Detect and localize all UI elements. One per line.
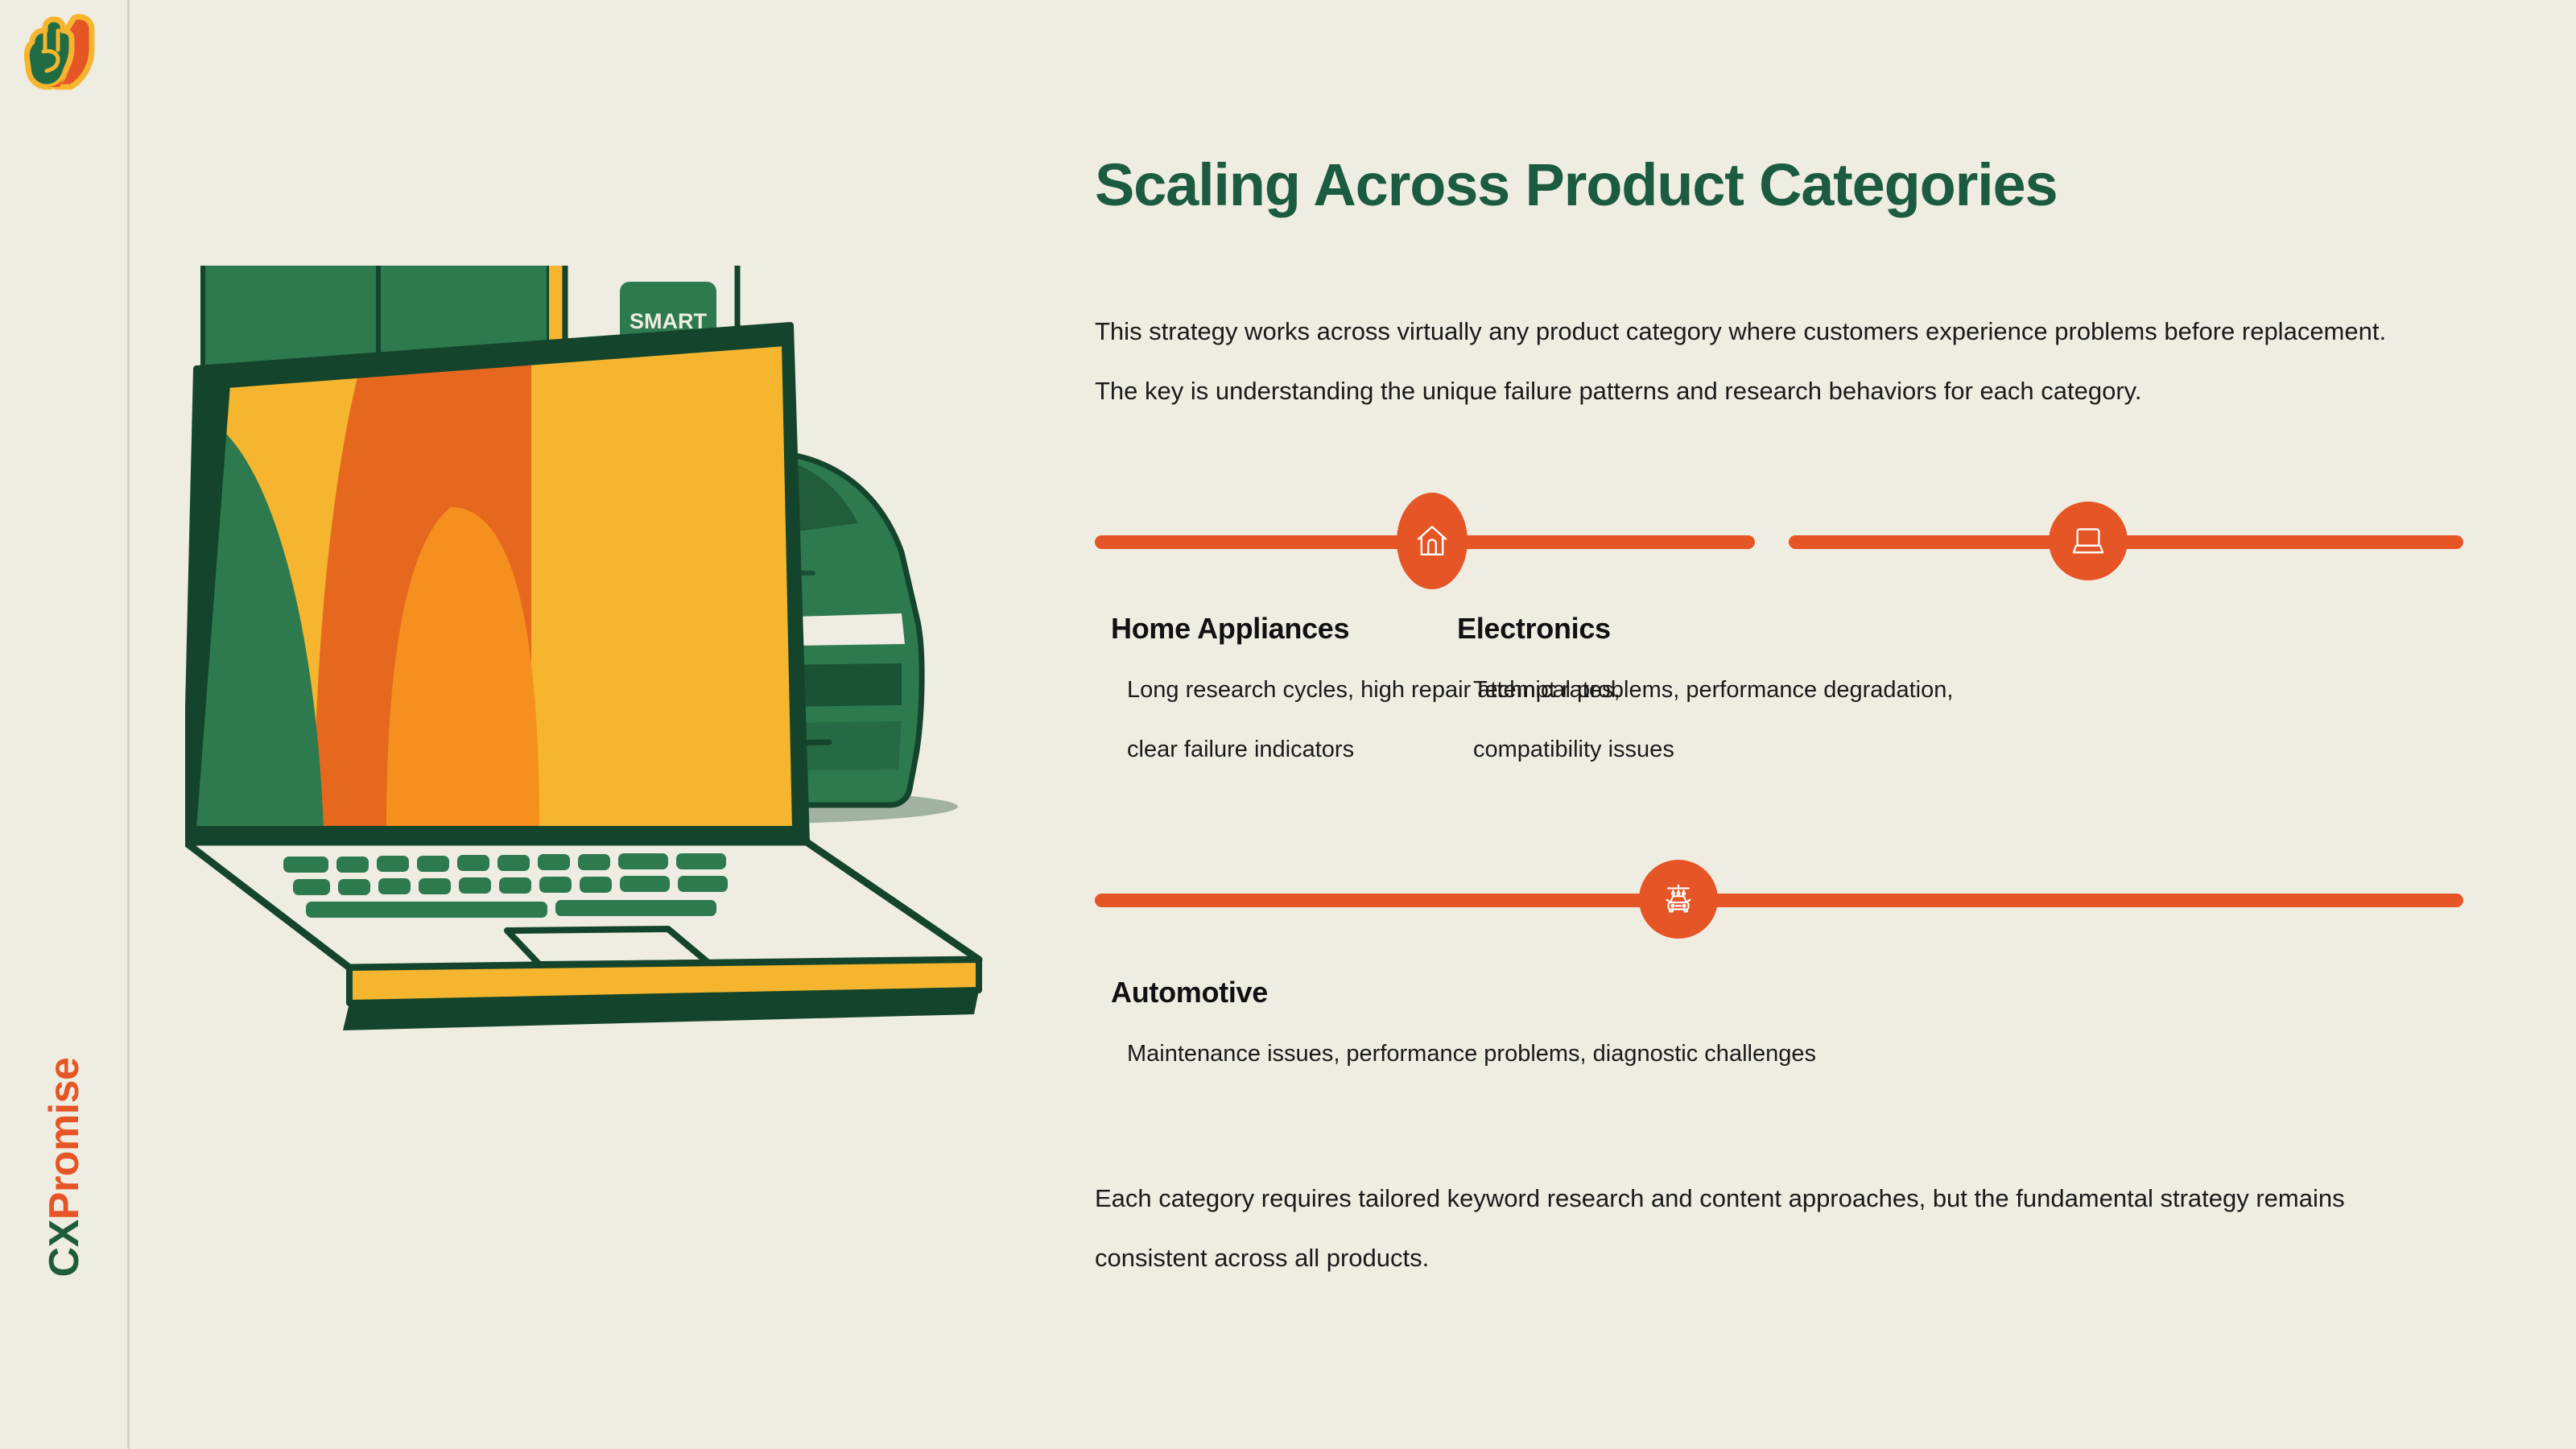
automotive-badge[interactable] — [1639, 860, 1718, 939]
home-appliances-badge[interactable] — [1397, 493, 1468, 589]
divider-bar-full — [1095, 894, 2463, 907]
intro-paragraph: This strategy works across virtually any… — [1095, 317, 2387, 405]
brand-wordmark: CXPromise — [40, 1046, 89, 1288]
category-electronics: Electronics Technical problems, performa… — [1457, 612, 2004, 779]
category-description: Maintenance issues, performance problems… — [1127, 1041, 1816, 1067]
category-bar-row-1 — [1095, 493, 2463, 589]
rail-divider — [127, 0, 130, 1449]
house-icon — [1413, 522, 1451, 560]
category-bar-row-2 — [1095, 851, 2463, 947]
category-title: Home Appliances — [1111, 612, 1350, 645]
left-rail: CXPromise — [0, 0, 128, 1449]
outro-paragraph: Each category requires tailored keyword … — [1095, 1184, 2345, 1272]
category-title: Electronics — [1457, 612, 1611, 645]
appliance-laptop-car-illustration: SMART — [181, 155, 1071, 1119]
category-automotive: Automotive Maintenance issues, performan… — [1111, 976, 2238, 1084]
main-content: Scaling Across Product Categories This s… — [1095, 0, 2463, 1449]
category-title: Automotive — [1111, 976, 1269, 1009]
brand-name-promise: Promise — [41, 1057, 88, 1220]
category-description: Technical problems, performance degradat… — [1473, 677, 1954, 762]
electronics-badge[interactable] — [2049, 502, 2128, 580]
brand-name-cx: CX — [41, 1220, 88, 1278]
pinky-promise-hand-icon — [11, 3, 108, 100]
laptop-illustration — [181, 322, 983, 1030]
car-wash-icon — [1661, 881, 1696, 917]
laptop-icon — [2070, 522, 2107, 559]
category-description: Long research cycles, high repair attemp… — [1127, 677, 1620, 762]
category-home-appliances: Home Appliances Long research cycles, hi… — [1111, 612, 1674, 779]
page-title: Scaling Across Product Categories — [1095, 151, 2058, 218]
